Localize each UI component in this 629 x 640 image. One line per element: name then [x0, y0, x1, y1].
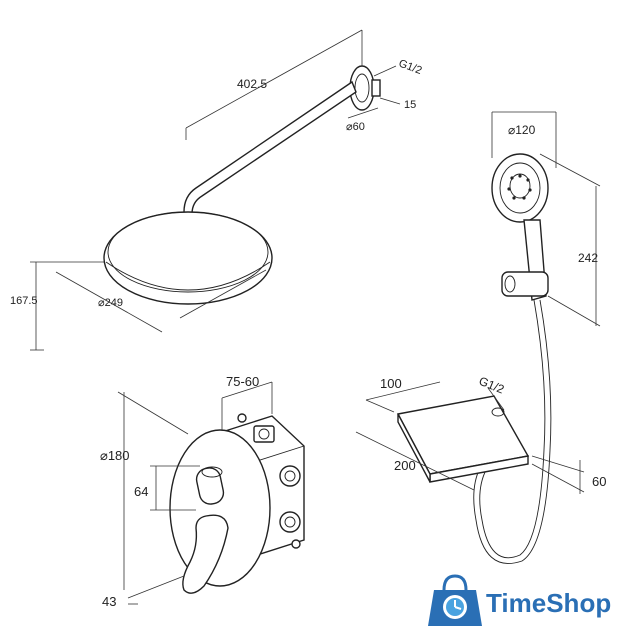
head-diameter-label: ⌀249 [98, 297, 123, 309]
hand-length-label: 242 [578, 251, 598, 265]
mixer-plate-label: ⌀180 [100, 448, 130, 463]
lever-depth-label: 43 [102, 594, 116, 609]
shelf-height-label: 60 [592, 474, 606, 489]
shelf-dimensions: 100 G1/2 200 60 [355, 374, 606, 494]
concealed-mixer [169, 413, 305, 594]
overhead-shower [103, 65, 381, 305]
hand-shower-dimensions: ⌀120 242 [491, 111, 601, 327]
knob-height-label: 64 [134, 484, 148, 499]
flange-diameter-label: ⌀60 [346, 121, 365, 133]
head-height-label: 167.5 [10, 295, 38, 307]
hand-diameter-label: ⌀120 [508, 123, 536, 137]
flange-depth-label: 15 [404, 99, 416, 111]
arm-length-label: 402.5 [237, 77, 267, 91]
overhead-dimensions: 402.5 G1/2 15 ⌀60 167.5 ⌀249 [10, 29, 424, 351]
connection-thread-label: G1/2 [397, 58, 424, 77]
hand-shower [473, 153, 552, 564]
brand-name: TimeShop [486, 588, 611, 618]
timeshop-logo: TimeShop [428, 574, 611, 626]
shelf-width-label: 100 [380, 376, 402, 391]
shopping-bag-clock-icon [428, 574, 482, 626]
mixer-depth-label: 75-60 [226, 374, 259, 389]
mixer-dimensions: 75-60 ⌀180 64 43 [100, 374, 273, 609]
shelf-length-label: 200 [394, 458, 416, 473]
shelf-outlet [396, 395, 530, 483]
